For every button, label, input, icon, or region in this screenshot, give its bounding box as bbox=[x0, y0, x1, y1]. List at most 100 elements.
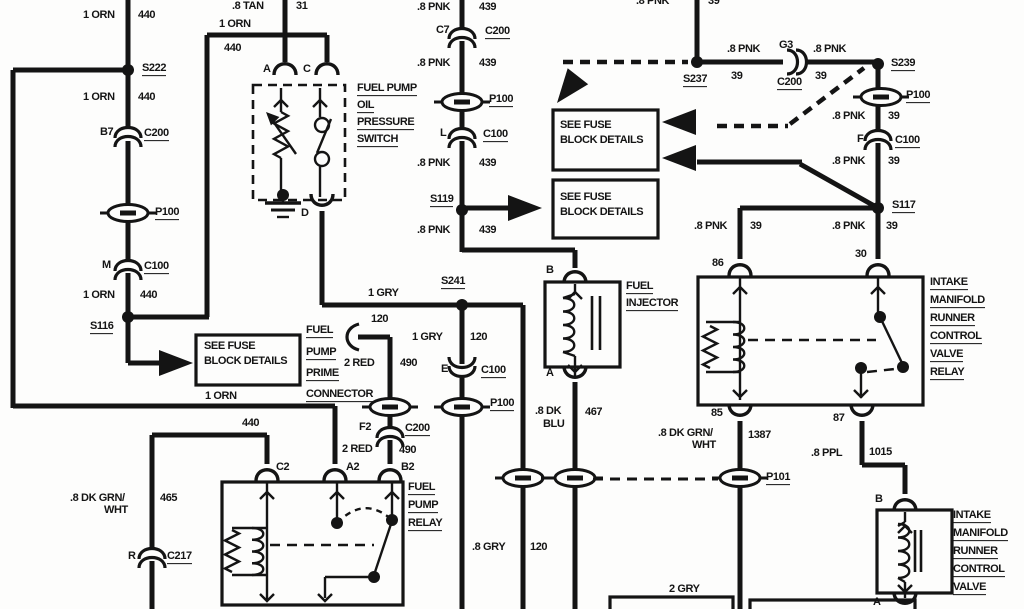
wire-label--8-pnk: .8 PNK bbox=[832, 219, 866, 233]
flow-arrow-icon bbox=[870, 285, 886, 295]
flow-arrow-icon bbox=[384, 490, 400, 500]
component-box bbox=[194, 333, 302, 387]
connector-id-label-pump: PUMP bbox=[408, 499, 439, 514]
inline-connector-icon bbox=[863, 128, 893, 142]
wire-label-39: 39 bbox=[815, 69, 827, 83]
connector-id-label-c217: C217 bbox=[167, 550, 192, 565]
switch-contact-icon bbox=[313, 150, 331, 168]
wire-segment bbox=[798, 161, 880, 211]
pointer-arrow-icon bbox=[266, 112, 280, 126]
wire-label-440: 440 bbox=[138, 8, 156, 22]
wire-label--8-pnk: .8 PNK bbox=[727, 42, 761, 56]
connector-id-label-c200: C200 bbox=[405, 422, 430, 437]
inline-connector-icon bbox=[113, 134, 143, 148]
terminal-icon bbox=[562, 270, 588, 284]
splice-dot bbox=[874, 311, 886, 323]
terminal-icon bbox=[254, 468, 280, 482]
dashed-wire bbox=[866, 367, 896, 374]
wire-label-1-gry: 1 GRY bbox=[412, 330, 443, 344]
splice-dot bbox=[368, 571, 380, 583]
internal-wire bbox=[878, 316, 905, 366]
component-box bbox=[551, 108, 660, 172]
wire-label--8-gry: .8 GRY bbox=[472, 540, 506, 554]
wire-label-a2: A2 bbox=[346, 460, 360, 474]
wire-label-439: 439 bbox=[479, 223, 497, 237]
connector-id-label-c200: C200 bbox=[777, 76, 802, 91]
connector-id-label-s222: S222 bbox=[142, 62, 166, 77]
terminal-icon bbox=[892, 498, 918, 512]
connector-bar bbox=[382, 404, 398, 410]
connector-id-label-manifold: MANIFOLD bbox=[930, 294, 985, 309]
flow-arrow-icon bbox=[329, 490, 345, 500]
flow-arrow-icon bbox=[273, 98, 289, 108]
connector-id-label-relay: RELAY bbox=[930, 366, 965, 381]
component-box bbox=[696, 275, 925, 407]
connector-bar bbox=[732, 475, 748, 481]
flow-arrow-icon bbox=[312, 98, 328, 108]
connector-id-label-control: CONTROL bbox=[953, 563, 1005, 578]
wire-label-85: 85 bbox=[711, 406, 723, 420]
wire-label-1-orn: 1 ORN bbox=[205, 389, 237, 403]
connector-id-label-valve: VALVE bbox=[930, 348, 963, 363]
connector-id-label-oil: OIL bbox=[357, 99, 375, 114]
splice-dot bbox=[456, 204, 468, 216]
connector-id-label-c100: C100 bbox=[895, 134, 920, 149]
connector-id-label-s119: S119 bbox=[430, 193, 454, 208]
inline-connector-icon bbox=[447, 26, 477, 40]
wire-label-30: 30 bbox=[855, 247, 867, 261]
connector-bar bbox=[515, 475, 531, 481]
flow-arrow-icon bbox=[732, 389, 748, 399]
wire-label-440: 440 bbox=[224, 41, 242, 55]
connector-id-label-prime: PRIME bbox=[306, 367, 339, 382]
connector-id-label-fuel: FUEL bbox=[306, 324, 334, 339]
connector-id-label-s117: S117 bbox=[892, 199, 916, 214]
connector-id-label-connector: CONNECTOR bbox=[306, 388, 373, 403]
wire-label-c7: C7 bbox=[436, 23, 450, 37]
wire-label-b: B bbox=[546, 263, 554, 277]
switch-contact-icon bbox=[313, 116, 331, 134]
connector-id-label-intake: INTAKE bbox=[930, 276, 968, 291]
wire-label-l: L bbox=[440, 126, 447, 140]
coil-icon bbox=[897, 522, 911, 580]
coil-icon bbox=[251, 526, 265, 577]
wire-label-465: 465 bbox=[160, 491, 178, 505]
wire-label-b: B bbox=[875, 492, 883, 506]
connector-id-label-s116: S116 bbox=[90, 320, 114, 335]
wire-label-1015: 1015 bbox=[869, 445, 892, 459]
wire-label--8-pnk: .8 PNK bbox=[694, 219, 728, 233]
wire-label-e: E bbox=[441, 362, 448, 376]
flow-arrow-icon bbox=[853, 389, 869, 399]
wire-label--8-dk-grn-: .8 DK GRN/ bbox=[70, 491, 125, 505]
connector-id-label-runner: RUNNER bbox=[930, 312, 975, 327]
wire-label-120: 120 bbox=[530, 540, 548, 554]
wire-label-39: 39 bbox=[750, 219, 762, 233]
wire-label-c: C bbox=[303, 62, 311, 76]
terminal-icon bbox=[314, 62, 340, 76]
coil-icon bbox=[732, 320, 746, 374]
wire-label-r: R bbox=[128, 549, 136, 563]
inline-connector-icon bbox=[447, 126, 477, 140]
component-box bbox=[543, 280, 622, 369]
terminal-icon bbox=[272, 62, 298, 76]
connector-id-label-pump: PUMP bbox=[306, 346, 337, 361]
wire-label-39: 39 bbox=[888, 154, 900, 168]
flow-arrow-icon bbox=[567, 290, 583, 300]
pointer-arrow-icon bbox=[159, 350, 193, 376]
inline-connector-icon bbox=[447, 365, 477, 379]
wire-label-see-fuse: SEE FUSE bbox=[560, 118, 612, 132]
connector-id-label-s237: S237 bbox=[683, 73, 707, 88]
connector-id-label-control: CONTROL bbox=[930, 330, 982, 345]
inline-connector-icon bbox=[375, 434, 405, 448]
wire-label-see-fuse: SEE FUSE bbox=[560, 190, 612, 204]
connector-id-label-fuel: FUEL bbox=[408, 481, 436, 496]
connector-id-label-fuel-pump: FUEL PUMP bbox=[357, 82, 417, 97]
wire-label-2-red: 2 RED bbox=[342, 442, 373, 456]
wire-label--8-pnk: .8 PNK bbox=[417, 223, 451, 237]
wire-label-1-orn: 1 ORN bbox=[83, 90, 115, 104]
splice-dot bbox=[855, 362, 867, 374]
inline-connector-icon bbox=[113, 125, 143, 139]
wire-label-440: 440 bbox=[140, 288, 158, 302]
wire-label-b2: B2 bbox=[401, 460, 415, 474]
wire-label--8-pnk: .8 PNK bbox=[417, 56, 451, 70]
wire-label-39: 39 bbox=[886, 219, 898, 233]
